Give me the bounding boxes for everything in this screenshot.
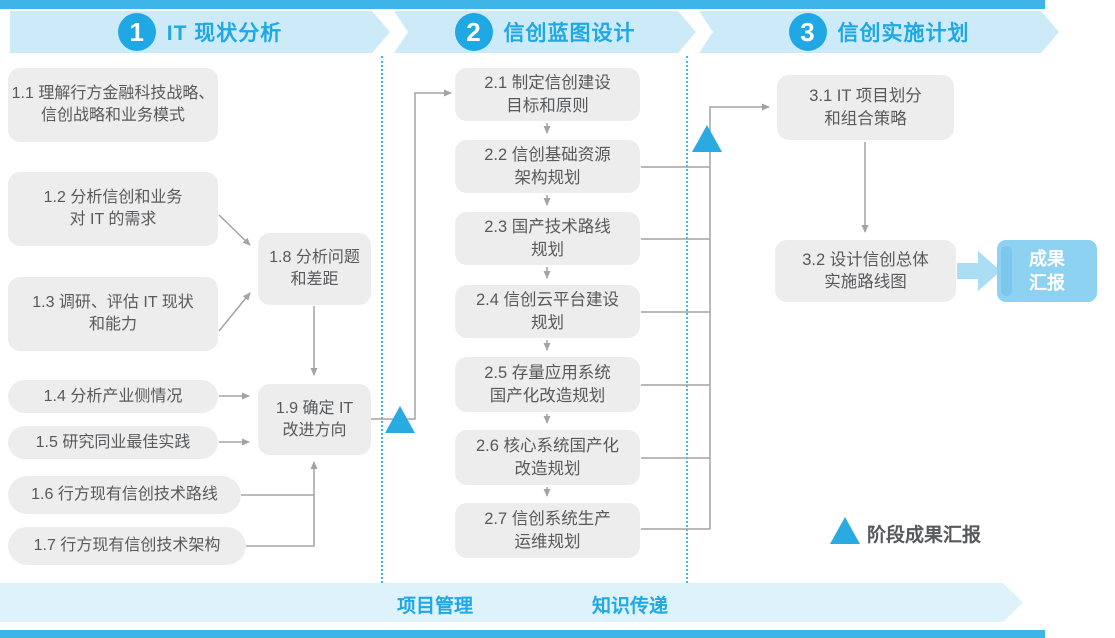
phase3-number-badge: 3 [789,13,827,51]
arrow-1-2-to-1-8 [218,214,251,246]
milestone-triangle-phase2 [692,125,722,152]
box-2-4: 2.4 信创云平台建设 规划 [455,285,640,338]
phase3-title: 信创实施计划 [837,22,970,45]
phase1-number: 1 [129,16,144,47]
bottom-accent-bar [0,630,1045,638]
box-3-1: 3.1 IT 项目划分 和组合策略 [777,75,954,140]
phase1-title: IT 现状分析 [166,22,283,45]
box-1-7: 1.7 行方现有信创技术架构 [8,527,246,565]
result-arrow [957,251,1001,291]
box-1-3: 1.3 调研、评估 IT 现状 和能力 [8,277,218,351]
phase1-number-badge: 1 [118,13,156,51]
milestone-legend-label: 阶段成果汇报 [867,525,982,546]
result-report-label: 成果 汇报 [1029,248,1065,293]
milestone-triangle-icon [830,517,860,544]
footer-band [0,583,1023,622]
box-1-8: 1.8 分析问题 和差距 [258,233,371,305]
box-2-3: 2.3 国产技术路线 规划 [455,212,640,265]
result-box-stripe [1001,246,1012,296]
box-1-4: 1.4 分析产业侧情况 [8,380,218,413]
phase-divider-2 [686,56,688,583]
box-3-2: 3.2 设计信创总体 实施路线图 [775,240,956,302]
box-2-2: 2.2 信创基础资源 架构规划 [455,140,640,193]
project-management-label: 项目管理 [397,596,474,617]
phase2-title: 信创蓝图设计 [503,22,636,45]
arrow-1-9-to-2-1 [371,89,452,420]
arrow-1-7-to-1-9 [246,461,318,547]
box-2-5: 2.5 存量应用系统 国产化改造规划 [455,357,640,412]
top-accent-bar [0,0,1045,9]
phase1-band: 1 IT 现状分析 [10,11,390,53]
phase-divider-1 [381,56,383,583]
phase2-band: 2 信创蓝图设计 [394,11,696,53]
box-2-7: 2.7 信创系统生产 运维规划 [455,503,640,558]
phase2-number-badge: 2 [455,13,493,51]
box-1-5: 1.5 研究同业最佳实践 [8,426,218,459]
box-2-1: 2.1 制定信创建设 目标和原则 [455,68,640,121]
milestone-triangle-phase1 [385,406,415,433]
box-1-9: 1.9 确定 IT 改进方向 [258,384,371,455]
arrow-collector-to-3-1 [709,103,770,529]
phase3-number: 3 [800,16,815,47]
box-1-1: 1.1 理解行方金融科技战略、 信创战略和业务模式 [8,68,218,142]
box-2-6: 2.6 核心系统国产化 改造规划 [455,430,640,485]
result-report-box: 成果 汇报 [997,240,1097,302]
knowledge-transfer-label: 知识传递 [592,596,669,617]
box-1-6: 1.6 行方现有信创技术路线 [8,476,241,514]
arrow-1-3-to-1-8 [218,292,251,332]
phase2-number: 2 [466,16,481,47]
box-1-2: 1.2 分析信创和业务 对 IT 的需求 [8,172,218,246]
phase3-band: 3 信创实施计划 [699,11,1059,53]
